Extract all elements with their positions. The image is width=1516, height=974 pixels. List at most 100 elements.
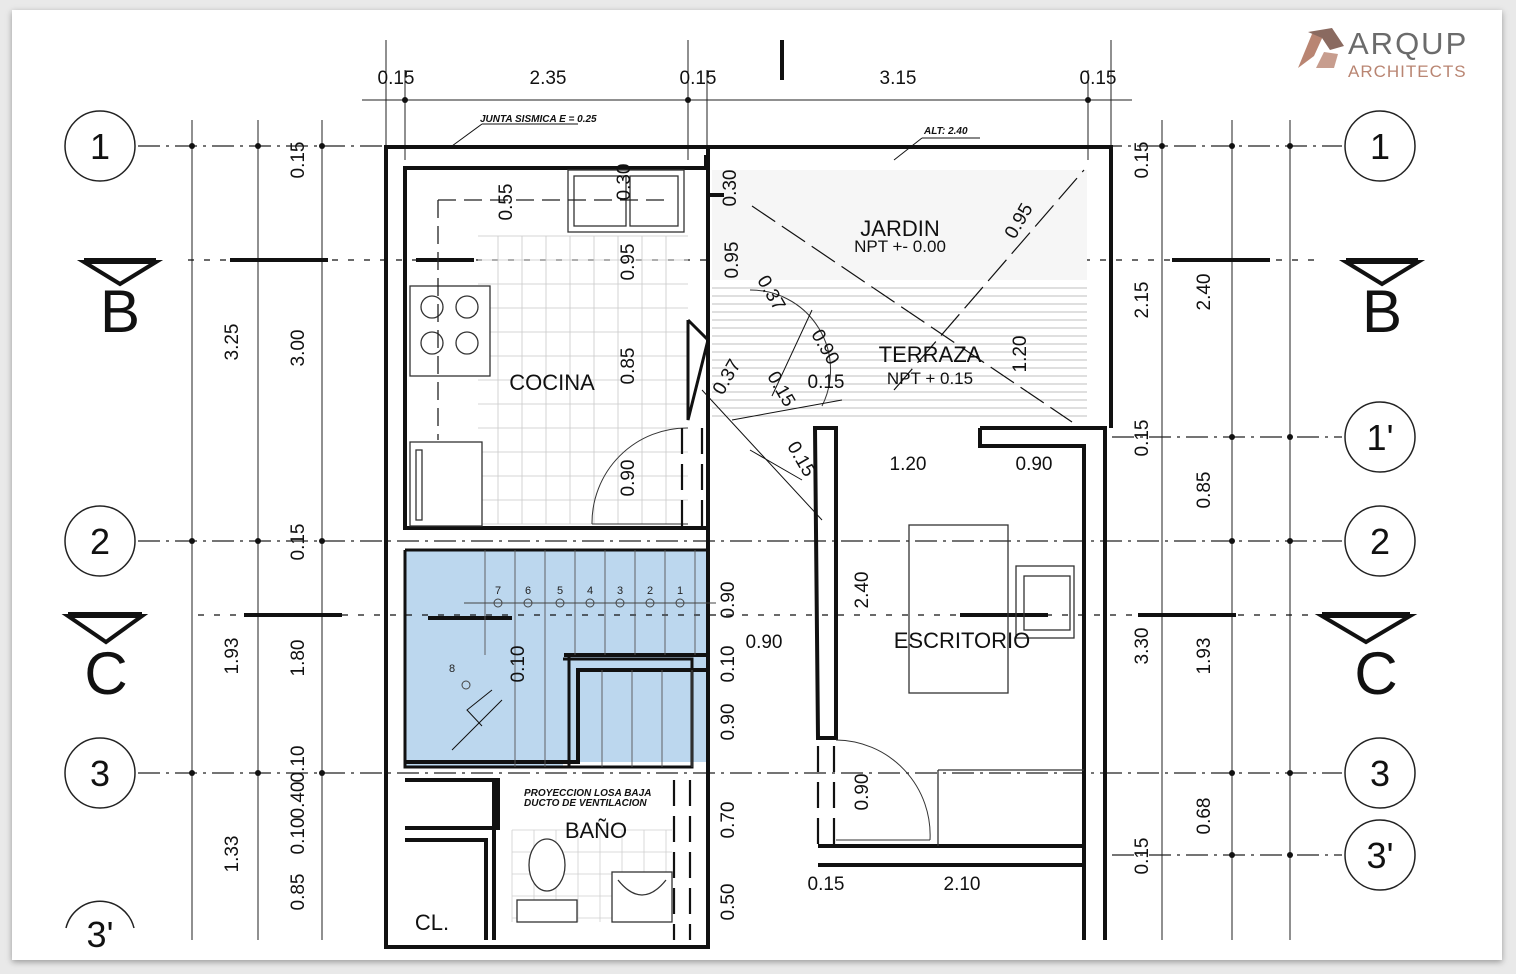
axis-label-2-left: 2 [90,521,110,562]
dim-015a: 0.15 [808,372,845,393]
dim-left-outer-3: 1.33 [222,836,243,873]
dim-right-inner-3: 0.15 [1132,420,1153,457]
kitchen-fixtures [409,169,685,527]
note-alt: ALT: 2.40 [923,126,968,137]
axis-circle-1p-right [1344,401,1416,473]
section-triangles [61,260,1426,645]
note-ducto: DUCTO DE VENTILACION [524,798,647,809]
dim-top-3: 0.15 [680,68,717,89]
dim-left-inner-8: 0.85 [288,874,309,911]
dim-120b: 1.20 [890,454,927,475]
axis-label-3p-left: 3' [87,914,114,955]
dim-left-inner-2: 3.00 [288,330,309,367]
dim-left-outer-2: 1.93 [222,638,243,675]
dim-right-outer-1: 2.40 [1194,274,1215,311]
room-label-bano: BAÑO [565,818,627,843]
brand-name: ARQUP [1348,26,1469,61]
stair-step-1: 1 [677,585,683,597]
company-logo: ARQUP ARCHITECTS [1294,24,1494,84]
stair-diagonals [451,309,843,751]
room-label-terraza: TERRAZA [879,342,982,367]
walls [384,145,1113,949]
dim-top-4: 3.15 [880,68,917,89]
dim-left-inner-6: 0.40 [288,782,309,819]
diagonal-lines [751,169,1085,423]
level-jardin: NPT +- 0.00 [854,237,946,256]
terraza-pattern [712,287,1087,417]
dim-right-outer-3: 1.93 [1194,638,1215,675]
desk [908,524,1084,846]
dimension-ticks [189,97,1293,858]
dim-210: 2.10 [944,874,981,895]
dimension-lines [191,40,1291,940]
dim-top-5: 0.15 [1080,68,1117,89]
axis-circle-3-right [1344,737,1416,809]
room-label-jardin: JARDIN [860,216,939,241]
dim-090e: 0.90 [718,582,739,619]
dim-090c: 0.90 [1016,454,1053,475]
stair-step-markers [461,598,716,690]
dim-right-inner-5: 0.15 [1132,838,1153,875]
note-junta-sismica: JUNTA SISMICA E = 0.25 [480,114,597,125]
dim-090a: 0.90 [618,460,639,497]
axis-circles [64,110,1416,929]
bath-fixtures [516,838,673,923]
dim-030b: 0.30 [720,170,741,207]
stair-outline [403,548,708,769]
dim-top-2: 2.35 [530,68,567,89]
axis-label-3-left: 3 [90,753,110,794]
kitchen-tiles [478,235,688,525]
dim-090g: 0.90 [852,774,873,811]
stair-step-7: 7 [495,585,501,597]
axis-label-3-right: 3 [1370,753,1390,794]
axis-label-3p-right: 3' [1367,835,1394,876]
dim-095a: 0.95 [618,244,639,281]
axis-label-2-right: 2 [1370,521,1390,562]
section-label-b-left: B [100,278,140,345]
axis-label-1-right: 1 [1370,126,1390,167]
dim-left-inner-7: 0.10 [288,818,309,855]
dim-right-outer-4: 0.68 [1194,798,1215,835]
dim-240: 2.40 [852,572,873,609]
dim-right-outer-2: 0.85 [1194,472,1215,509]
section-dash [188,259,1322,616]
dim-090b: 0.90 [806,326,843,369]
axis-label-1-left: 1 [90,126,110,167]
axis-circle-1-left [64,110,136,182]
dim-right-inner-4: 3.30 [1132,628,1153,665]
dim-070: 0.70 [718,802,739,839]
axis-circle-3p-left [65,900,135,929]
dim-090d: 0.90 [746,632,783,653]
stair-step-8: 8 [449,663,455,675]
dim-right-inner-2: 2.15 [1132,282,1153,319]
dim-right-inner-1: 0.15 [1132,142,1153,179]
room-label-cocina: COCINA [509,370,595,395]
axis-circle-3-left [64,737,136,809]
dim-085: 0.85 [618,348,639,385]
section-label-c-left: C [84,640,127,707]
stair-step-3: 3 [617,585,623,597]
dim-left-inner-5: 0.10 [288,746,309,783]
section-label-c-right: C [1354,640,1397,707]
dim-top-1: 0.15 [378,68,415,89]
dim-050: 0.50 [718,884,739,921]
door-openings [672,428,836,940]
dim-left-outer-1: 3.25 [222,324,243,361]
axis-circle-2-right [1344,505,1416,577]
stair-step-5: 5 [557,585,563,597]
section-bars [68,258,1418,616]
dim-030a: 0.30 [614,164,635,201]
dim-010b: 0.10 [718,646,739,683]
stair-step-4: 4 [587,585,593,597]
dim-120a: 1.20 [1010,336,1031,373]
axis-circle-3p-right [1344,819,1416,891]
dim-left-inner-3: 0.15 [288,524,309,561]
floor-plan: 1 2 3 3' 1 1' 2 3 3' B B C C 0.15 2.35 0… [61,40,1426,955]
stair-step-6: 6 [525,585,531,597]
dim-010a: 0.10 [508,646,529,683]
room-label-escritorio: ESCRITORIO [894,628,1031,653]
dim-015b: 0.15 [762,368,799,411]
level-terraza: NPT + 0.15 [887,369,973,388]
arqup-logo-icon [1298,28,1344,68]
door-swings [591,289,931,841]
